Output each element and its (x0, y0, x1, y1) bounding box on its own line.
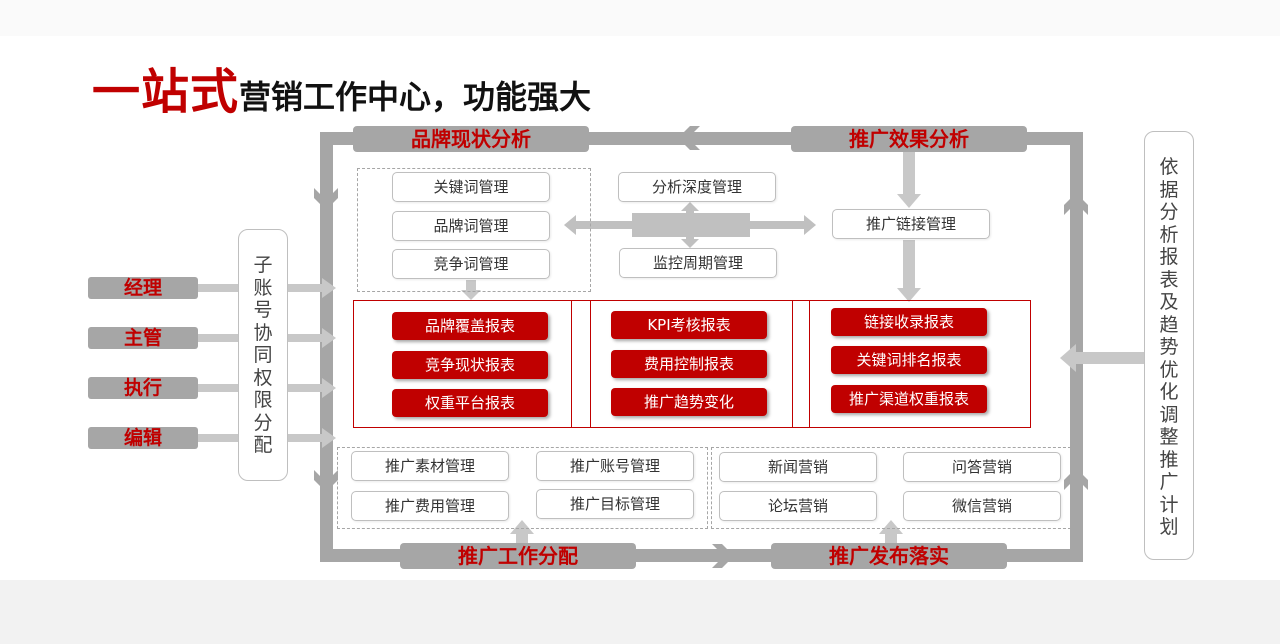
title-rest: 营销工作中心，功能强大 (239, 78, 592, 116)
brand-word-manage-box: 品牌词管理 (392, 211, 550, 241)
report-channel-weight: 推广渠道权重报表 (831, 385, 987, 413)
publish-group (711, 447, 1071, 529)
page-title: 一站式营销工作中心，功能强大 (92, 52, 591, 120)
report-weight-platform: 权重平台报表 (392, 389, 548, 417)
chevron-down-icon (314, 188, 338, 210)
chevron-left-icon (678, 126, 700, 150)
report-divider-right (792, 300, 810, 428)
chevron-down-icon (314, 470, 338, 492)
report-keyword-rank: 关键词排名报表 (831, 346, 987, 374)
keyword-manage-box: 关键词管理 (392, 172, 550, 202)
cost-manage-box: 推广费用管理 (351, 491, 509, 521)
role-supervisor: 主管 (88, 327, 198, 349)
report-kpi: KPI考核报表 (611, 311, 767, 339)
arrow-right-icon (322, 278, 336, 298)
news-marketing-box: 新闻营销 (719, 452, 877, 482)
role-manager: 经理 (88, 277, 198, 299)
arrow-right-icon (804, 215, 816, 235)
report-trend: 推广趋势变化 (611, 388, 767, 416)
arrow-up-icon (681, 202, 699, 211)
brand-group (357, 168, 591, 292)
qa-marketing-box: 问答营销 (903, 452, 1061, 482)
account-manage-box: 推广账号管理 (536, 451, 694, 481)
arrow-left-icon (564, 215, 576, 235)
chevron-right-icon (712, 544, 734, 568)
competitor-word-manage-box: 竞争词管理 (392, 249, 550, 279)
report-divider-left (571, 300, 591, 428)
report-brand-coverage: 品牌覆盖报表 (392, 312, 548, 340)
role-editor: 编辑 (88, 427, 198, 449)
report-cost-control: 费用控制报表 (611, 350, 767, 378)
frame-left (320, 132, 333, 562)
right-note-box: 依据分析报表及趋势优化调整推广计划 (1144, 131, 1194, 560)
arrow-right-icon (322, 378, 336, 398)
banner-effect-analysis: 推广效果分析 (791, 126, 1027, 152)
target-manage-box: 推广目标管理 (536, 489, 694, 519)
sub-account-box: 子账号协同权限分配 (238, 229, 288, 481)
frame-right (1070, 132, 1083, 562)
report-competition: 竞争现状报表 (392, 351, 548, 379)
arrow-left-icon (1060, 344, 1076, 372)
arrow-down-icon (897, 194, 921, 208)
chevron-up-icon (1064, 468, 1088, 490)
arrow-down-icon (897, 288, 921, 302)
arrow-right-icon (322, 428, 336, 448)
right-note-label: 依据分析报表及趋势优化调整推广计划 (1159, 156, 1179, 538)
arrow-right-icon (322, 328, 336, 348)
link-manage-box: 推广链接管理 (832, 209, 990, 239)
chevron-up-icon (1064, 193, 1088, 215)
title-highlight: 一站式 (92, 64, 240, 120)
bottom-band (0, 580, 1280, 644)
top-band (0, 0, 1280, 36)
forum-marketing-box: 论坛营销 (719, 491, 877, 521)
arrow-down-icon (681, 239, 699, 248)
banner-publish: 推广发布落实 (771, 543, 1007, 569)
work-group (337, 447, 708, 529)
analysis-depth-box: 分析深度管理 (618, 172, 776, 202)
sub-account-label: 子账号协同权限分配 (253, 254, 273, 456)
arrow-up-icon (879, 520, 903, 534)
monitor-cycle-box: 监控周期管理 (619, 248, 777, 278)
wechat-marketing-box: 微信营销 (903, 491, 1061, 521)
arrow-up-icon (510, 520, 534, 534)
banner-brand-analysis: 品牌现状分析 (353, 126, 589, 152)
role-executor: 执行 (88, 377, 198, 399)
arrow-down-icon (461, 290, 481, 300)
banner-work-allocation: 推广工作分配 (400, 543, 636, 569)
report-frame (353, 300, 1031, 428)
material-manage-box: 推广素材管理 (351, 451, 509, 481)
report-link-index: 链接收录报表 (831, 308, 987, 336)
